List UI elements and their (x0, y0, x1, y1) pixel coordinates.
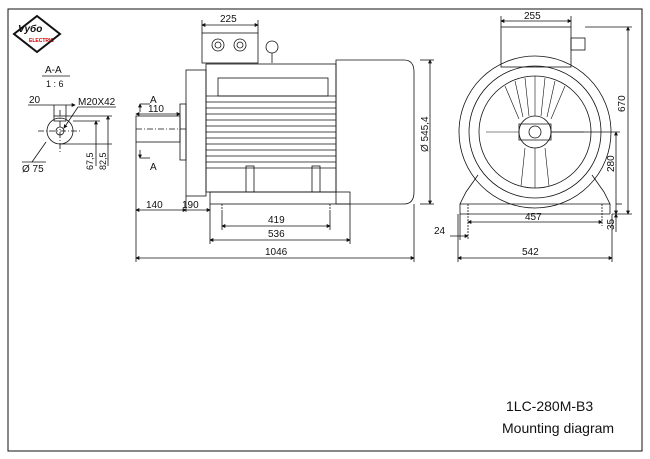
lifting-eye (265, 40, 279, 54)
cooling-fins (206, 77, 336, 169)
brand-logo: Vyбo ELECTRIC (12, 14, 62, 54)
top-width-dim: 225 (220, 14, 237, 25)
overall-length-dim: 1046 (265, 247, 288, 258)
section-marker-bottom: A (150, 162, 157, 173)
section-marker-top: A (150, 95, 157, 106)
height-67-5: 67,5 (85, 152, 95, 170)
model-number: 1LC-280M-B3 (506, 398, 594, 414)
motor-body (205, 63, 337, 193)
end-shield (185, 69, 207, 197)
logo-tagline: ELECTRIC (29, 38, 54, 44)
section-scale: 1 : 6 (46, 79, 64, 89)
shaft-height-dim: 280 (606, 155, 617, 172)
box-width-dim: 255 (524, 11, 541, 22)
logo-diamond-icon (12, 14, 62, 54)
diameter-75: Ø 75 (22, 164, 44, 175)
fan-cover (335, 59, 415, 205)
foot-offset-dim: 140 (146, 200, 163, 211)
overall-height-dim: 670 (617, 95, 628, 112)
hole-spacing-dim: 457 (525, 212, 542, 223)
shaft-length-dim: 110 (148, 104, 164, 115)
logo-wordmark: Vyбo (18, 24, 43, 35)
terminal-box (201, 32, 259, 64)
motor-foot (209, 191, 351, 205)
section-label: A-A (45, 65, 62, 76)
front-foot (459, 174, 611, 205)
section-view: A-A 1 : 6 20 M20X42 67,5 82,5 Ø 75 (22, 65, 116, 175)
drawing-subtitle: Mounting diagram (502, 420, 615, 436)
front-view: 255 670 280 35 (434, 11, 632, 262)
key-width-dim: 20 (29, 95, 41, 106)
front-terminal-box (500, 26, 572, 68)
side-view: 225 110 A A (135, 14, 434, 262)
drawing-frame (7, 8, 643, 452)
foot-length-dim: 536 (268, 229, 285, 240)
foot-spacing-dim: 419 (268, 215, 285, 226)
height-82-5: 82,5 (98, 152, 108, 170)
foot-width-dim: 24 (434, 226, 446, 237)
shaft-to-foot-dim: 190 (182, 200, 199, 211)
foot-thickness-dim: 35 (606, 218, 617, 230)
flange-diameter-dim: Ø 545,4 (420, 116, 431, 152)
front-hub (518, 115, 552, 149)
thread-label: M20X42 (78, 97, 116, 108)
overall-width-dim: 542 (522, 247, 539, 258)
